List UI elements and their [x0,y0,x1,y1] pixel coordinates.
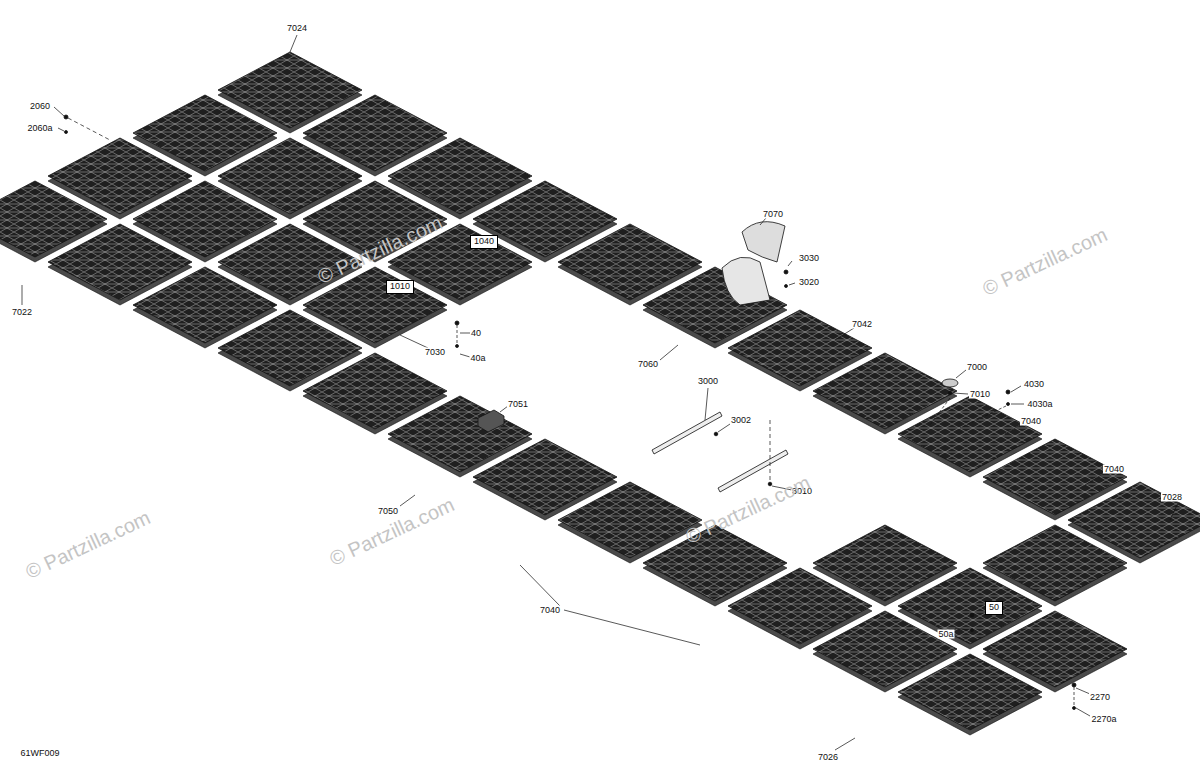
callout-number: 2060a [26,124,53,133]
washer [65,131,68,134]
callout-number: 7028 [1161,493,1183,502]
leader-lines [22,35,1178,750]
callout-number: 7024 [286,24,308,33]
dome-base [722,257,770,305]
figure-code: 61WF009 [19,749,60,758]
callout-number: 7022 [11,308,33,317]
callout-number: 7051 [507,400,529,409]
washer [456,345,459,348]
callout-number: 3020 [798,278,820,287]
leader-line [54,107,64,116]
callout-number: 2060 [29,102,51,111]
screw [970,613,974,617]
leader-line [705,388,708,420]
leader-line [400,335,428,348]
screw [714,432,718,436]
washer [1007,403,1010,406]
callout-number: 7030 [424,348,446,357]
screw [1006,390,1010,394]
watermark: © Partzilla.com [22,506,154,584]
block-part [478,410,504,432]
callout-number: 40a [469,354,486,363]
callout-number: 7040 [539,606,561,615]
callout-number: 7070 [762,210,784,219]
rail-part [652,412,722,454]
callout-number: 1010 [390,282,410,292]
watermark: © Partzilla.com [979,223,1111,301]
hardware [64,115,1076,710]
callout-number: 4030 [1023,380,1045,389]
screw [784,270,788,274]
leader-line [1076,688,1090,694]
leader-line [460,333,470,334]
leader-line [835,738,855,750]
dashed-line [68,118,110,140]
callout-number: 7040 [1103,465,1125,474]
callout-number: 3002 [730,416,752,425]
callout-number: 40 [470,329,482,338]
callout-number: 1040 [474,237,494,247]
callout-number: 3000 [697,377,719,386]
callout-number: 2270 [1089,693,1111,702]
leader-line [1085,472,1106,485]
leader-line [789,283,795,285]
washer [785,285,788,288]
callout-number: 7000 [966,363,988,372]
watermark: © Partzilla.com [326,493,458,571]
watermark: © Partzilla.com [682,471,814,549]
leader-line [660,345,678,360]
callout-number: 4030a [1026,400,1053,409]
callout-number: 7040 [1020,417,1042,426]
callout-number: 50 [989,603,999,613]
screw [64,115,68,119]
leader-line [835,328,854,340]
callout-box: 1010 [386,280,414,294]
leader-line [58,128,64,131]
leader-line [1011,404,1024,405]
callout-number: 50a [937,630,954,639]
floor-tile [898,654,1042,730]
callout-number: 7010 [969,390,991,399]
dashed-line [930,398,950,425]
washer [1073,707,1076,710]
leader-line [956,370,966,378]
leader-line [953,393,968,394]
callout-number: 2270a [1090,715,1117,724]
callout-number: 3030 [798,254,820,263]
leader-line [1076,708,1090,716]
leader-line [520,565,560,606]
callout-number: 7050 [377,507,399,516]
washer [971,629,974,632]
leader-line [955,628,968,630]
leader-line [788,261,792,266]
leader-line [1170,503,1178,520]
screw [455,321,459,325]
callout-number: 7026 [817,753,839,762]
screw [1072,683,1076,687]
callout-number: 7042 [851,320,873,329]
leader-line [400,495,415,506]
dashed-line [770,420,771,480]
floor-tiles [0,52,1200,735]
dashed-line [457,325,458,345]
leader-line [1005,424,1022,434]
callout-box: 50 [985,601,1003,615]
dashed-line [960,406,1006,428]
cap-part [942,379,958,387]
leader-line [22,285,23,305]
leader-line [290,35,297,52]
leader-line [718,424,730,432]
floor-tile [983,525,1127,601]
leader-line [564,610,700,645]
callout-box: 1040 [470,235,498,249]
callout-number: 7060 [637,360,659,369]
dome-part [742,222,785,262]
dashed-line [1074,687,1075,706]
screw [948,391,952,395]
leader-line [1011,386,1021,392]
leader-line [760,218,766,225]
